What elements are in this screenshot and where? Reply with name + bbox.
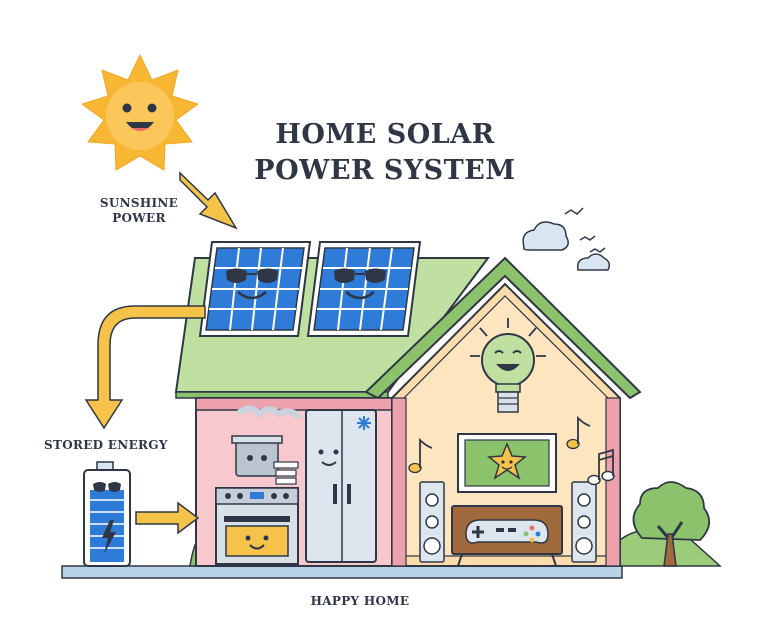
stove-icon	[215, 405, 301, 565]
happy-home-label: HAPPY HOME	[310, 594, 410, 608]
battery-to-house-arrow	[135, 501, 200, 535]
speaker-left-icon	[419, 481, 445, 563]
sun-to-panel-arrow	[179, 171, 238, 230]
tv-icon	[457, 433, 557, 493]
title-line-2: POWER SYSTEM	[254, 155, 516, 186]
sunshine-label-line-1: SUNSHINE	[99, 196, 179, 210]
music-note-icon	[408, 415, 615, 486]
battery-icon	[83, 461, 131, 567]
lightbulb-icon	[470, 318, 546, 413]
tv-stand-with-gamepad-icon	[451, 505, 563, 567]
solar-panel-left	[198, 241, 312, 337]
speaker-right-icon	[571, 481, 597, 563]
tree-icon	[632, 481, 710, 567]
stored-energy-label: STORED ENERGY	[44, 438, 168, 452]
panel-to-battery-arrow	[84, 305, 206, 430]
sunshine-label-line-2: POWER	[112, 211, 166, 225]
sun-icon	[80, 53, 200, 171]
solar-panel-right	[306, 241, 422, 337]
cloud-icon	[522, 207, 611, 271]
title-line-1: HOME SOLAR	[275, 119, 495, 150]
fridge-icon	[305, 409, 377, 563]
